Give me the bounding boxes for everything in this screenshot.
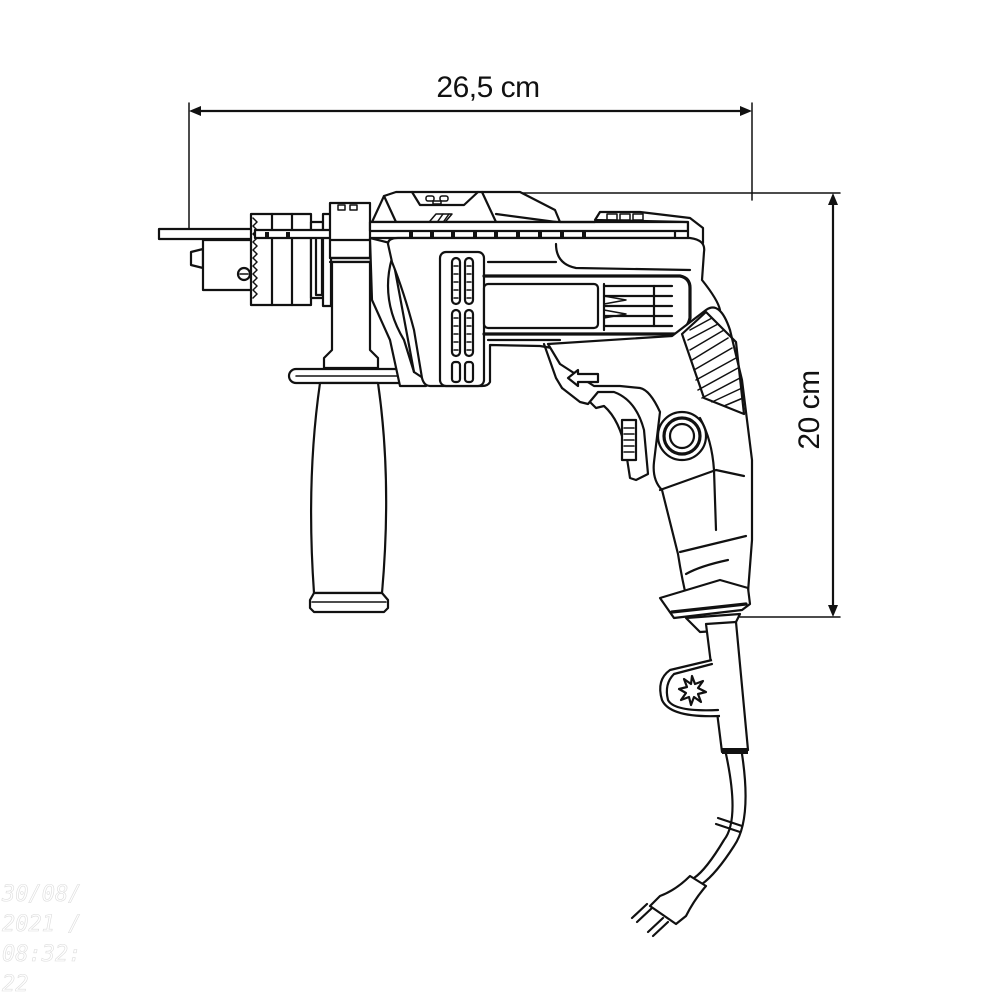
timestamp-watermark: 30/08/ 2021 / 08:32: 22 — [2, 882, 82, 998]
keyed-chuck — [189, 212, 333, 308]
plug — [630, 874, 708, 938]
cord-clip-star-icon — [677, 674, 708, 707]
trigger[interactable] — [542, 342, 650, 482]
arrow-right-icon — [740, 106, 752, 116]
front-housing — [368, 190, 705, 246]
arrow-down-icon — [828, 605, 838, 617]
arrow-left-icon — [189, 106, 201, 116]
drill-bit — [157, 227, 261, 241]
power-cord — [659, 620, 750, 886]
side-handle[interactable] — [287, 201, 413, 614]
height-dimension-line — [519, 192, 841, 618]
lock-on-button[interactable] — [656, 410, 708, 462]
width-dimension-label: 26,5 cm — [436, 71, 540, 104]
arrow-up-icon — [828, 193, 838, 205]
pistol-grip[interactable] — [546, 306, 754, 634]
width-dimension-line — [188, 102, 753, 233]
height-dimension-label: 20 cm — [793, 370, 826, 450]
direction-arrow-icon — [566, 368, 600, 388]
